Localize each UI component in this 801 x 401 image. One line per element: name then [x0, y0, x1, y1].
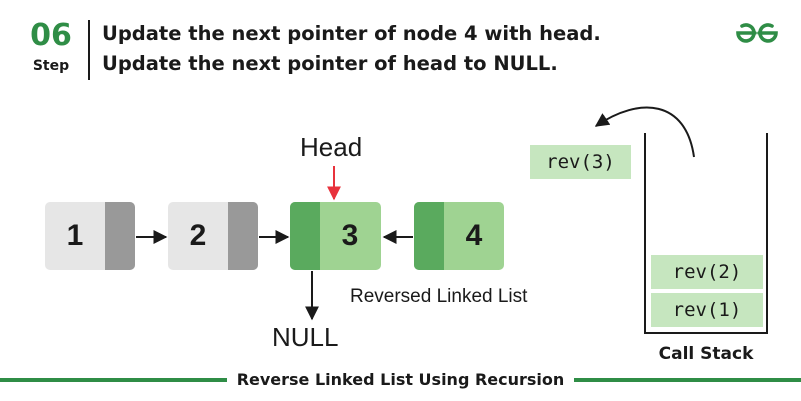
node-1-pointer	[105, 202, 135, 270]
header-instruction-2: Update the next pointer of head to NULL.	[102, 52, 558, 75]
node-3	[290, 202, 381, 270]
node-3-value: 3	[341, 219, 359, 252]
header-instruction-1: Update the next pointer of node 4 with h…	[102, 22, 601, 45]
head-label: Head	[300, 132, 363, 162]
stack-frame-rev-2: rev(2)	[651, 255, 763, 289]
step-label: Step	[32, 58, 70, 74]
null-label: NULL	[272, 322, 339, 352]
node-4	[414, 202, 504, 270]
node-4-value: 4	[465, 219, 483, 252]
node-4-pointer	[414, 202, 444, 270]
node-3-pointer	[290, 202, 320, 270]
popped-stack-frame: rev(3)	[530, 145, 631, 179]
step-number: 06	[30, 18, 72, 53]
node-2-value: 2	[189, 219, 207, 252]
node-2	[168, 202, 258, 270]
call-stack-container	[644, 133, 768, 334]
node-2-pointer	[228, 202, 258, 270]
node-1	[45, 202, 135, 270]
footer: Reverse Linked List Using Recursion	[0, 369, 801, 391]
geeksforgeeks-logo-icon	[736, 23, 778, 43]
call-stack-label: Call Stack	[658, 344, 754, 364]
stack-pop-arrow	[594, 106, 695, 158]
header-divider	[88, 20, 90, 80]
reversed-list-label: Reversed Linked List	[350, 286, 528, 307]
stack-frame-rev-1: rev(1)	[651, 293, 763, 327]
footer-caption: Reverse Linked List Using Recursion	[226, 369, 575, 391]
node-1-value: 1	[66, 219, 84, 252]
